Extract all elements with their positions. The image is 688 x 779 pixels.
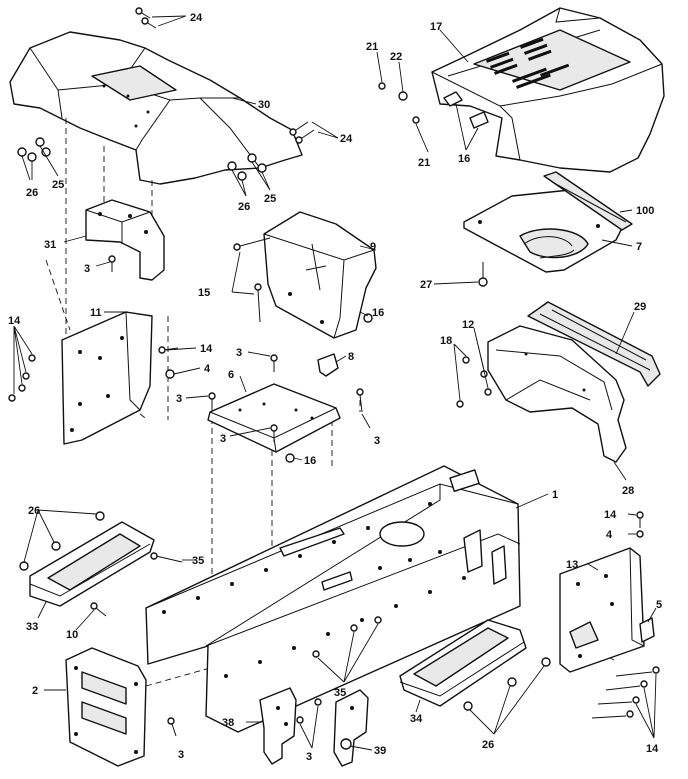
part-6-plate — [207, 383, 341, 453]
callout-38: 38 — [222, 717, 234, 729]
callout-16-hood: 16 — [458, 153, 470, 165]
part-16-nut-c — [285, 453, 295, 463]
callout-14-right-bottom: 14 — [646, 743, 659, 755]
part-24-bolts-right — [289, 121, 339, 144]
callout-31: 31 — [44, 239, 56, 251]
callout-28: 28 — [622, 485, 634, 497]
callout-24-right: 24 — [340, 133, 353, 145]
callout-26-left: 26 — [26, 187, 38, 199]
callout-30: 30 — [258, 99, 270, 111]
part-26-25-nuts-right — [227, 153, 271, 197]
part-8-clip — [317, 353, 339, 377]
callout-labels: 24 30 24 26 25 26 25 31 3 21 22 17 21 16… — [8, 12, 662, 763]
part-14-4-fasteners-right — [636, 511, 655, 643]
callout-4-right: 4 — [606, 529, 613, 541]
callout-24-top: 24 — [190, 12, 203, 24]
callout-22: 22 — [390, 51, 402, 63]
part-2-bracket — [65, 647, 147, 767]
callout-16-console: 16 — [372, 307, 384, 319]
part-11-side-panel — [61, 311, 153, 445]
part-28-nose — [487, 325, 627, 463]
callout-17: 17 — [430, 21, 442, 33]
callout-3-f: 3 — [178, 749, 184, 761]
callout-35-left: 35 — [192, 555, 204, 567]
part-3-bolt-a — [108, 255, 116, 272]
callout-3-c: 3 — [176, 393, 182, 405]
part-34-footrest-right — [399, 619, 527, 707]
callout-3-a: 3 — [84, 263, 90, 275]
callout-5: 5 — [656, 599, 662, 611]
callout-29: 29 — [634, 301, 646, 313]
part-27-fastener — [478, 262, 488, 287]
callout-21-bottom: 21 — [418, 157, 430, 169]
callout-3-g: 3 — [306, 751, 312, 763]
part-26-nuts-left-footrest — [19, 509, 105, 571]
frame-holes — [162, 502, 466, 678]
callout-9: 9 — [370, 241, 376, 253]
part-14-bolts-left — [8, 325, 36, 402]
callout-3-b: 3 — [236, 347, 242, 359]
part-9-console — [263, 211, 377, 339]
callout-33: 33 — [26, 621, 38, 633]
callout-11: 11 — [90, 307, 102, 319]
part-14-bolts-right — [591, 666, 660, 739]
part-1-frame — [145, 465, 521, 733]
part-21-22-fasteners — [376, 51, 489, 153]
callout-10: 10 — [66, 629, 78, 641]
callout-2: 2 — [32, 685, 38, 697]
callout-35-center: 35 — [334, 687, 346, 699]
part-18-12-fasteners — [453, 327, 492, 408]
part-33-footrest — [29, 521, 155, 607]
part-3-bolts-bottom — [296, 698, 322, 749]
part-16-nut-b — [363, 313, 373, 323]
part-35-10-bolts-left — [90, 552, 183, 617]
callout-34: 34 — [410, 713, 423, 725]
callout-12: 12 — [462, 319, 474, 331]
part-17-hood — [431, 7, 665, 173]
part-38-bracket — [259, 687, 297, 765]
part-15-bolts — [231, 237, 271, 323]
callout-26-footrest-right: 26 — [482, 739, 494, 751]
callout-14-left: 14 — [8, 315, 21, 327]
callout-4-mid: 4 — [204, 363, 211, 375]
callout-39: 39 — [374, 745, 386, 757]
hood-louvers — [486, 37, 570, 89]
callout-25-left: 25 — [52, 179, 64, 191]
callout-14-mid: 14 — [200, 343, 213, 355]
callout-6: 6 — [228, 369, 234, 381]
part-29-grille — [527, 301, 661, 387]
callout-7: 7 — [636, 241, 642, 253]
part-7-dash-panel — [463, 189, 623, 273]
callout-25-right: 25 — [264, 193, 276, 205]
callout-3-d: 3 — [220, 433, 226, 445]
callout-16-plate: 16 — [304, 455, 316, 467]
part-3-bolts-plate — [208, 354, 364, 442]
part-3-bolt-f — [167, 717, 177, 737]
callout-26-right: 26 — [238, 201, 250, 213]
part-13-side-panel-right — [559, 547, 645, 673]
callout-14-right-top: 14 — [604, 509, 617, 521]
part-30-rear-fender — [9, 31, 303, 185]
part-26-25-nuts-left — [17, 137, 59, 181]
part-35-bolts-center — [312, 616, 382, 683]
part-24-bolts-top — [135, 7, 187, 29]
callout-15: 15 — [198, 287, 210, 299]
part-100-strip — [543, 171, 633, 231]
callout-8: 8 — [348, 351, 354, 363]
leader-lines — [37, 29, 657, 751]
part-26-nuts-right-footrest — [463, 657, 551, 735]
part-14-4-fasteners-mid — [158, 346, 179, 379]
callout-100: 100 — [636, 205, 654, 217]
callout-26-footrest-left: 26 — [28, 505, 40, 517]
callout-21-top: 21 — [366, 41, 378, 53]
part-31-bracket — [85, 199, 165, 281]
part-39-bracket — [333, 689, 369, 767]
callout-3-e: 3 — [374, 435, 380, 447]
callout-18: 18 — [440, 335, 452, 347]
callout-27: 27 — [420, 279, 432, 291]
callout-1: 1 — [552, 489, 558, 501]
callout-13: 13 — [566, 559, 578, 571]
